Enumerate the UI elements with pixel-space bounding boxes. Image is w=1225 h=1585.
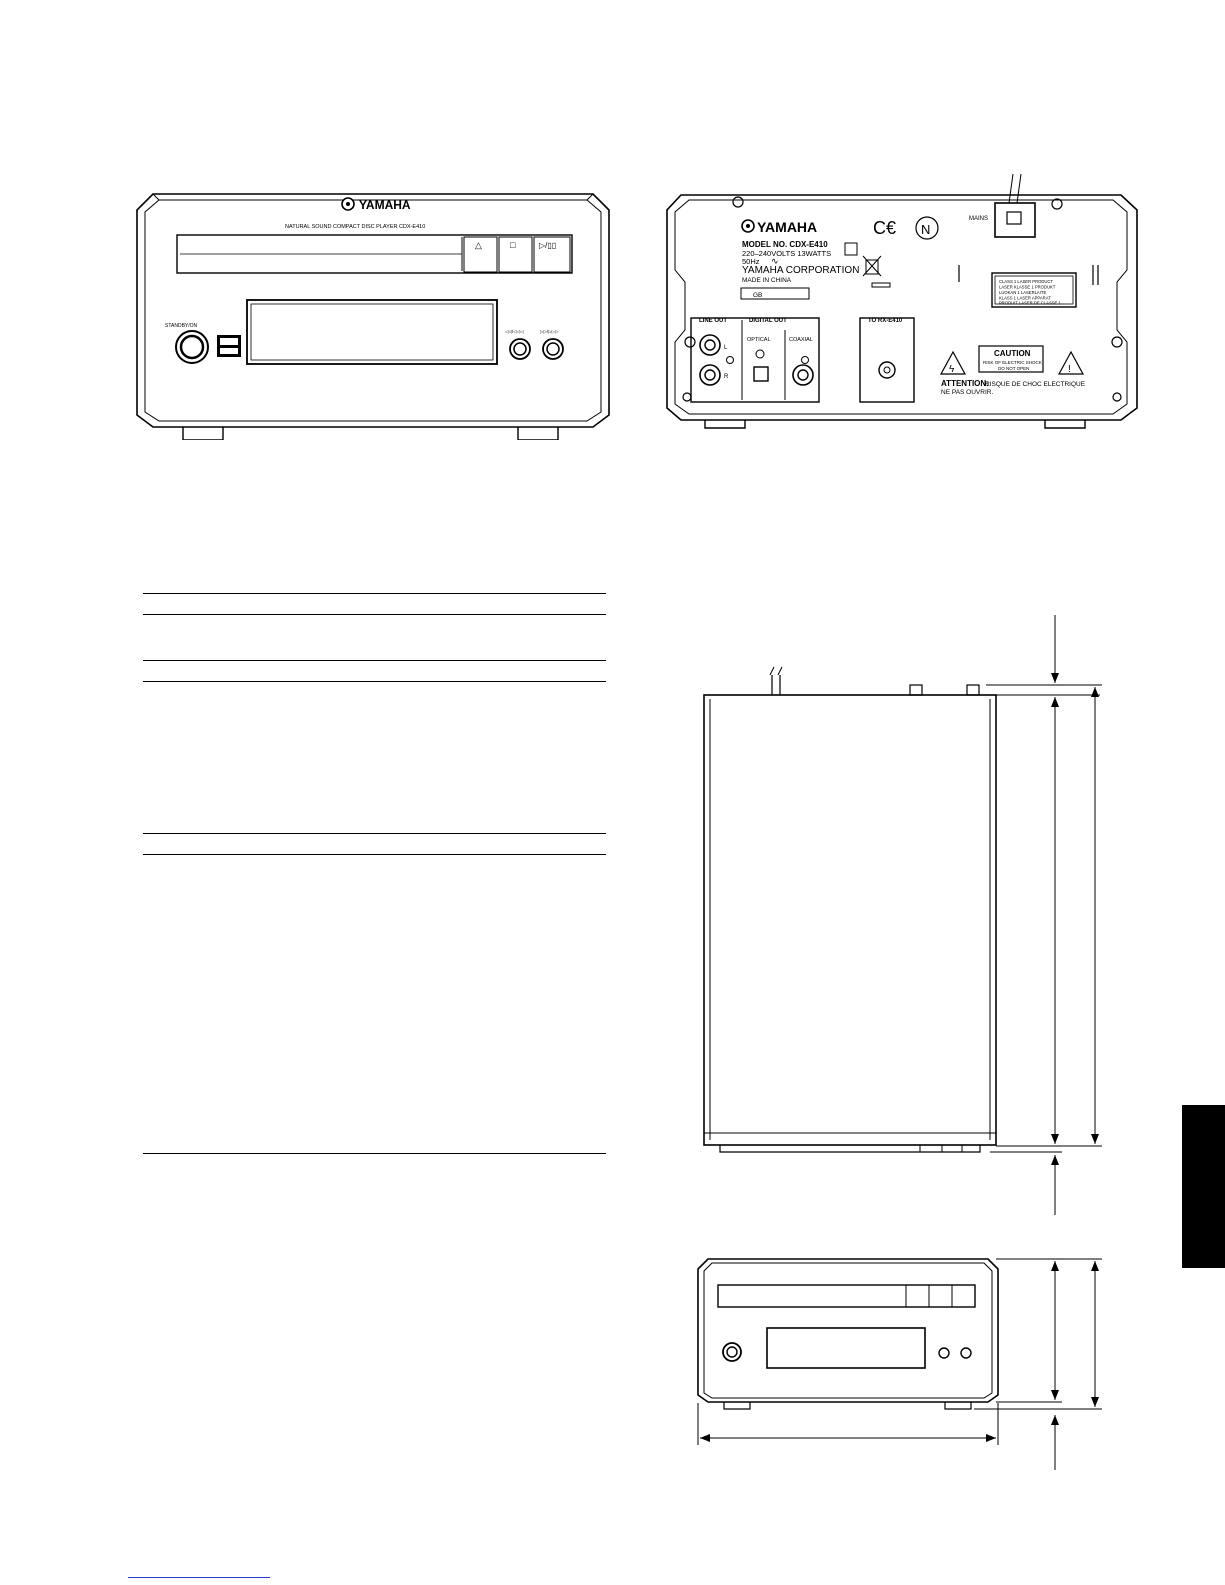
table-rule — [143, 833, 606, 834]
laser-label-line-2: LASER KLASSE 1 PRODUKT — [999, 285, 1056, 290]
caution-title: CAUTION — [994, 349, 1031, 358]
laser-label-line-3: LUOKAN 1 LASERLAITE — [999, 290, 1046, 295]
section-tab — [1182, 1105, 1225, 1268]
coaxial-label: COAXIAL — [789, 337, 813, 343]
recycle-bin-icon — [862, 255, 882, 277]
attention-text: RISQUE DE CHOC ELECTRIQUE — [985, 381, 1086, 388]
frequency-rating: 50Hz — [742, 257, 760, 266]
rear-panel-illustration: YAMAHA C€ N MODEL NO. CDX-E410 220–240VO… — [666, 173, 1138, 429]
laser-label-line-5: PRODUIT LASER DE CLASSE 1 — [999, 301, 1061, 306]
caution-sub-1: RISK OF ELECTRIC SHOCK — [983, 360, 1042, 365]
front-panel-illustration: YAMAHA NATURAL SOUND COMPACT DISC PLAYER… — [136, 193, 610, 440]
compact-disc-logo-icon — [217, 335, 241, 357]
corporation-name: YAMAHA CORPORATION — [742, 265, 859, 276]
table-rule — [143, 854, 606, 855]
shock-warning-icon: ϟ — [949, 364, 955, 375]
laser-label-line-1: CLASS 1 LASER PRODUCT — [999, 279, 1053, 284]
eject-symbol: △ — [475, 240, 482, 250]
made-in-label: MADE IN CHINA — [742, 277, 792, 284]
front-logo: YAMAHA — [359, 198, 411, 212]
skip-forward-label: ▷▷/▷▷▷ — [540, 329, 559, 334]
digital-out-label: DIGITAL OUT — [749, 318, 787, 324]
ac-wave-icon: ∿ — [771, 256, 779, 266]
exclamation-warning-icon: ! — [1068, 364, 1071, 375]
n-mark-icon: N — [921, 222, 930, 237]
table-rule — [143, 593, 606, 594]
optical-label: OPTICAL — [747, 337, 771, 343]
line-out-label: LINE OUT — [699, 318, 727, 324]
caution-sub-2: DO NOT OPEN — [998, 366, 1029, 371]
table-rule — [143, 681, 606, 682]
ce-mark-icon: C€ — [873, 218, 896, 238]
yamaha-logo-icon — [741, 219, 755, 233]
voltage-rating: 220–240VOLTS 13WATTS — [742, 249, 831, 258]
standby-label: STANDBY/ON — [165, 323, 198, 329]
model-number: MODEL NO. CDX-E410 — [742, 240, 828, 249]
top-view-dimension-drawing — [703, 615, 1102, 1215]
front-view-dimension-drawing — [697, 1258, 1102, 1470]
table-rule — [143, 660, 606, 661]
play-pause-symbol: ▷/▯▯ — [539, 241, 556, 250]
attention-text-2: NE PAS OUVRIR. — [941, 389, 993, 396]
table-rule — [143, 1153, 606, 1154]
channel-l-label: L — [724, 345, 728, 351]
to-rx-label: TO RX-E410 — [868, 318, 903, 324]
yamaha-logo-icon — [341, 197, 355, 211]
stop-symbol: □ — [510, 240, 516, 250]
region-code: GB — [753, 292, 762, 299]
mains-label: MAINS — [969, 216, 988, 222]
attention-title: ATTENTION: — [941, 379, 989, 388]
skip-back-label: ◁◁/◁◁◁ — [505, 329, 524, 334]
channel-r-label: R — [724, 374, 729, 380]
rear-logo: YAMAHA — [757, 219, 817, 235]
laser-label-line-4: KLASS 1 LASER APPARAT — [999, 296, 1051, 301]
front-product-line: NATURAL SOUND COMPACT DISC PLAYER CDX-E4… — [285, 224, 425, 230]
table-rule — [143, 614, 606, 615]
footer-link-underline[interactable] — [128, 1577, 270, 1578]
